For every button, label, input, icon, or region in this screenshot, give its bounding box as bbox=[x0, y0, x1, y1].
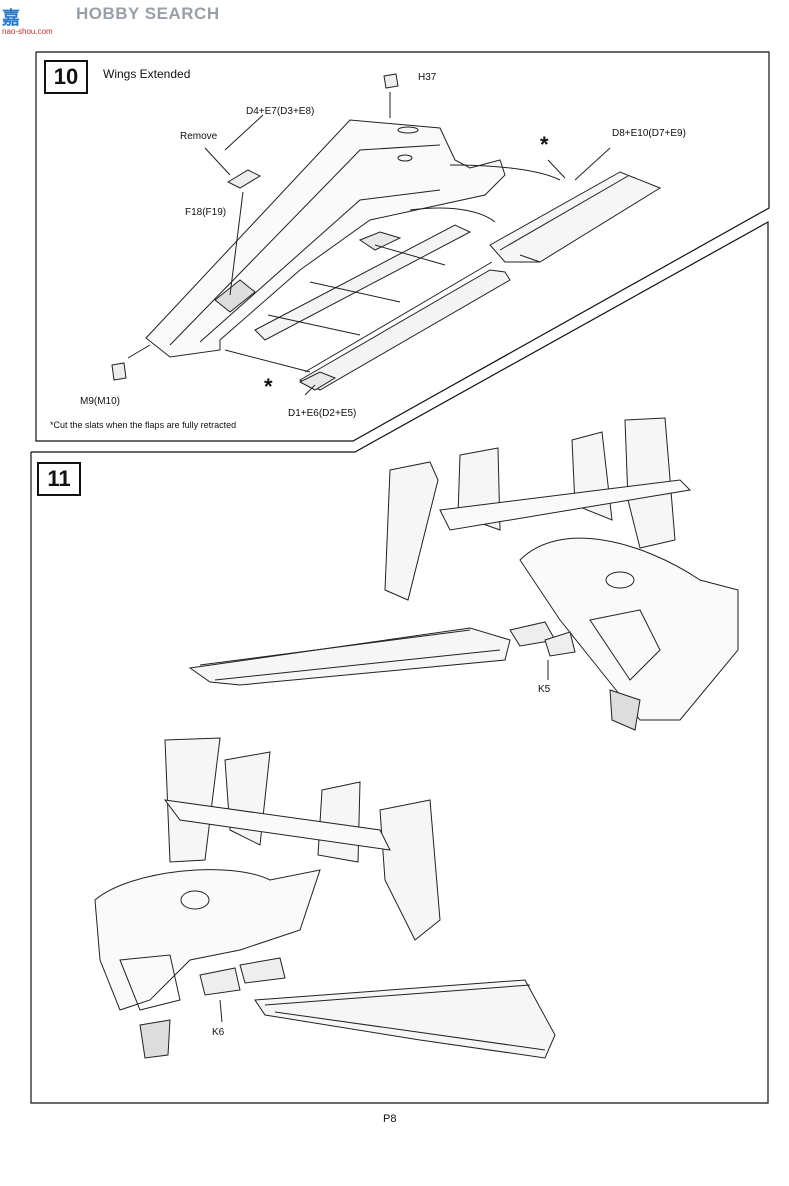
step10-number: 10 bbox=[44, 60, 88, 94]
step11-lower-aircraft bbox=[94, 737, 556, 1059]
asterisk-upper: * bbox=[540, 132, 549, 157]
part-label-d8: D8+E10(D7+E9) bbox=[612, 128, 686, 139]
watermark-text: HOBBY SEARCH bbox=[76, 4, 220, 23]
step10-wing bbox=[111, 73, 662, 396]
step11-frame bbox=[30, 220, 769, 1104]
part-label-h37: H37 bbox=[418, 72, 437, 83]
part-label-k5: K5 bbox=[538, 684, 551, 695]
part-label-m9: M9(M10) bbox=[80, 396, 121, 407]
part-label-f18: F18(F19) bbox=[185, 207, 227, 218]
asterisk-lower: * bbox=[264, 374, 273, 399]
step10-frame bbox=[35, 51, 770, 442]
page-number: P8 bbox=[383, 1113, 397, 1125]
part-label-k6: K6 bbox=[212, 1027, 225, 1038]
part-label-d4: D4+E7(D3+E8) bbox=[246, 106, 315, 117]
step10-note: *Cut the slats when the flaps are fully … bbox=[50, 420, 237, 430]
watermark-logo: 嘉 bbox=[2, 8, 20, 29]
watermark-subtext: nao-shou.com bbox=[2, 27, 53, 36]
step11-upper-aircraft bbox=[188, 417, 739, 731]
step10-title: Wings Extended bbox=[103, 67, 191, 81]
part-label-d1: D1+E6(D2+E5) bbox=[288, 408, 357, 419]
step11-number: 11 bbox=[37, 462, 81, 496]
remove-label: Remove bbox=[180, 131, 218, 142]
